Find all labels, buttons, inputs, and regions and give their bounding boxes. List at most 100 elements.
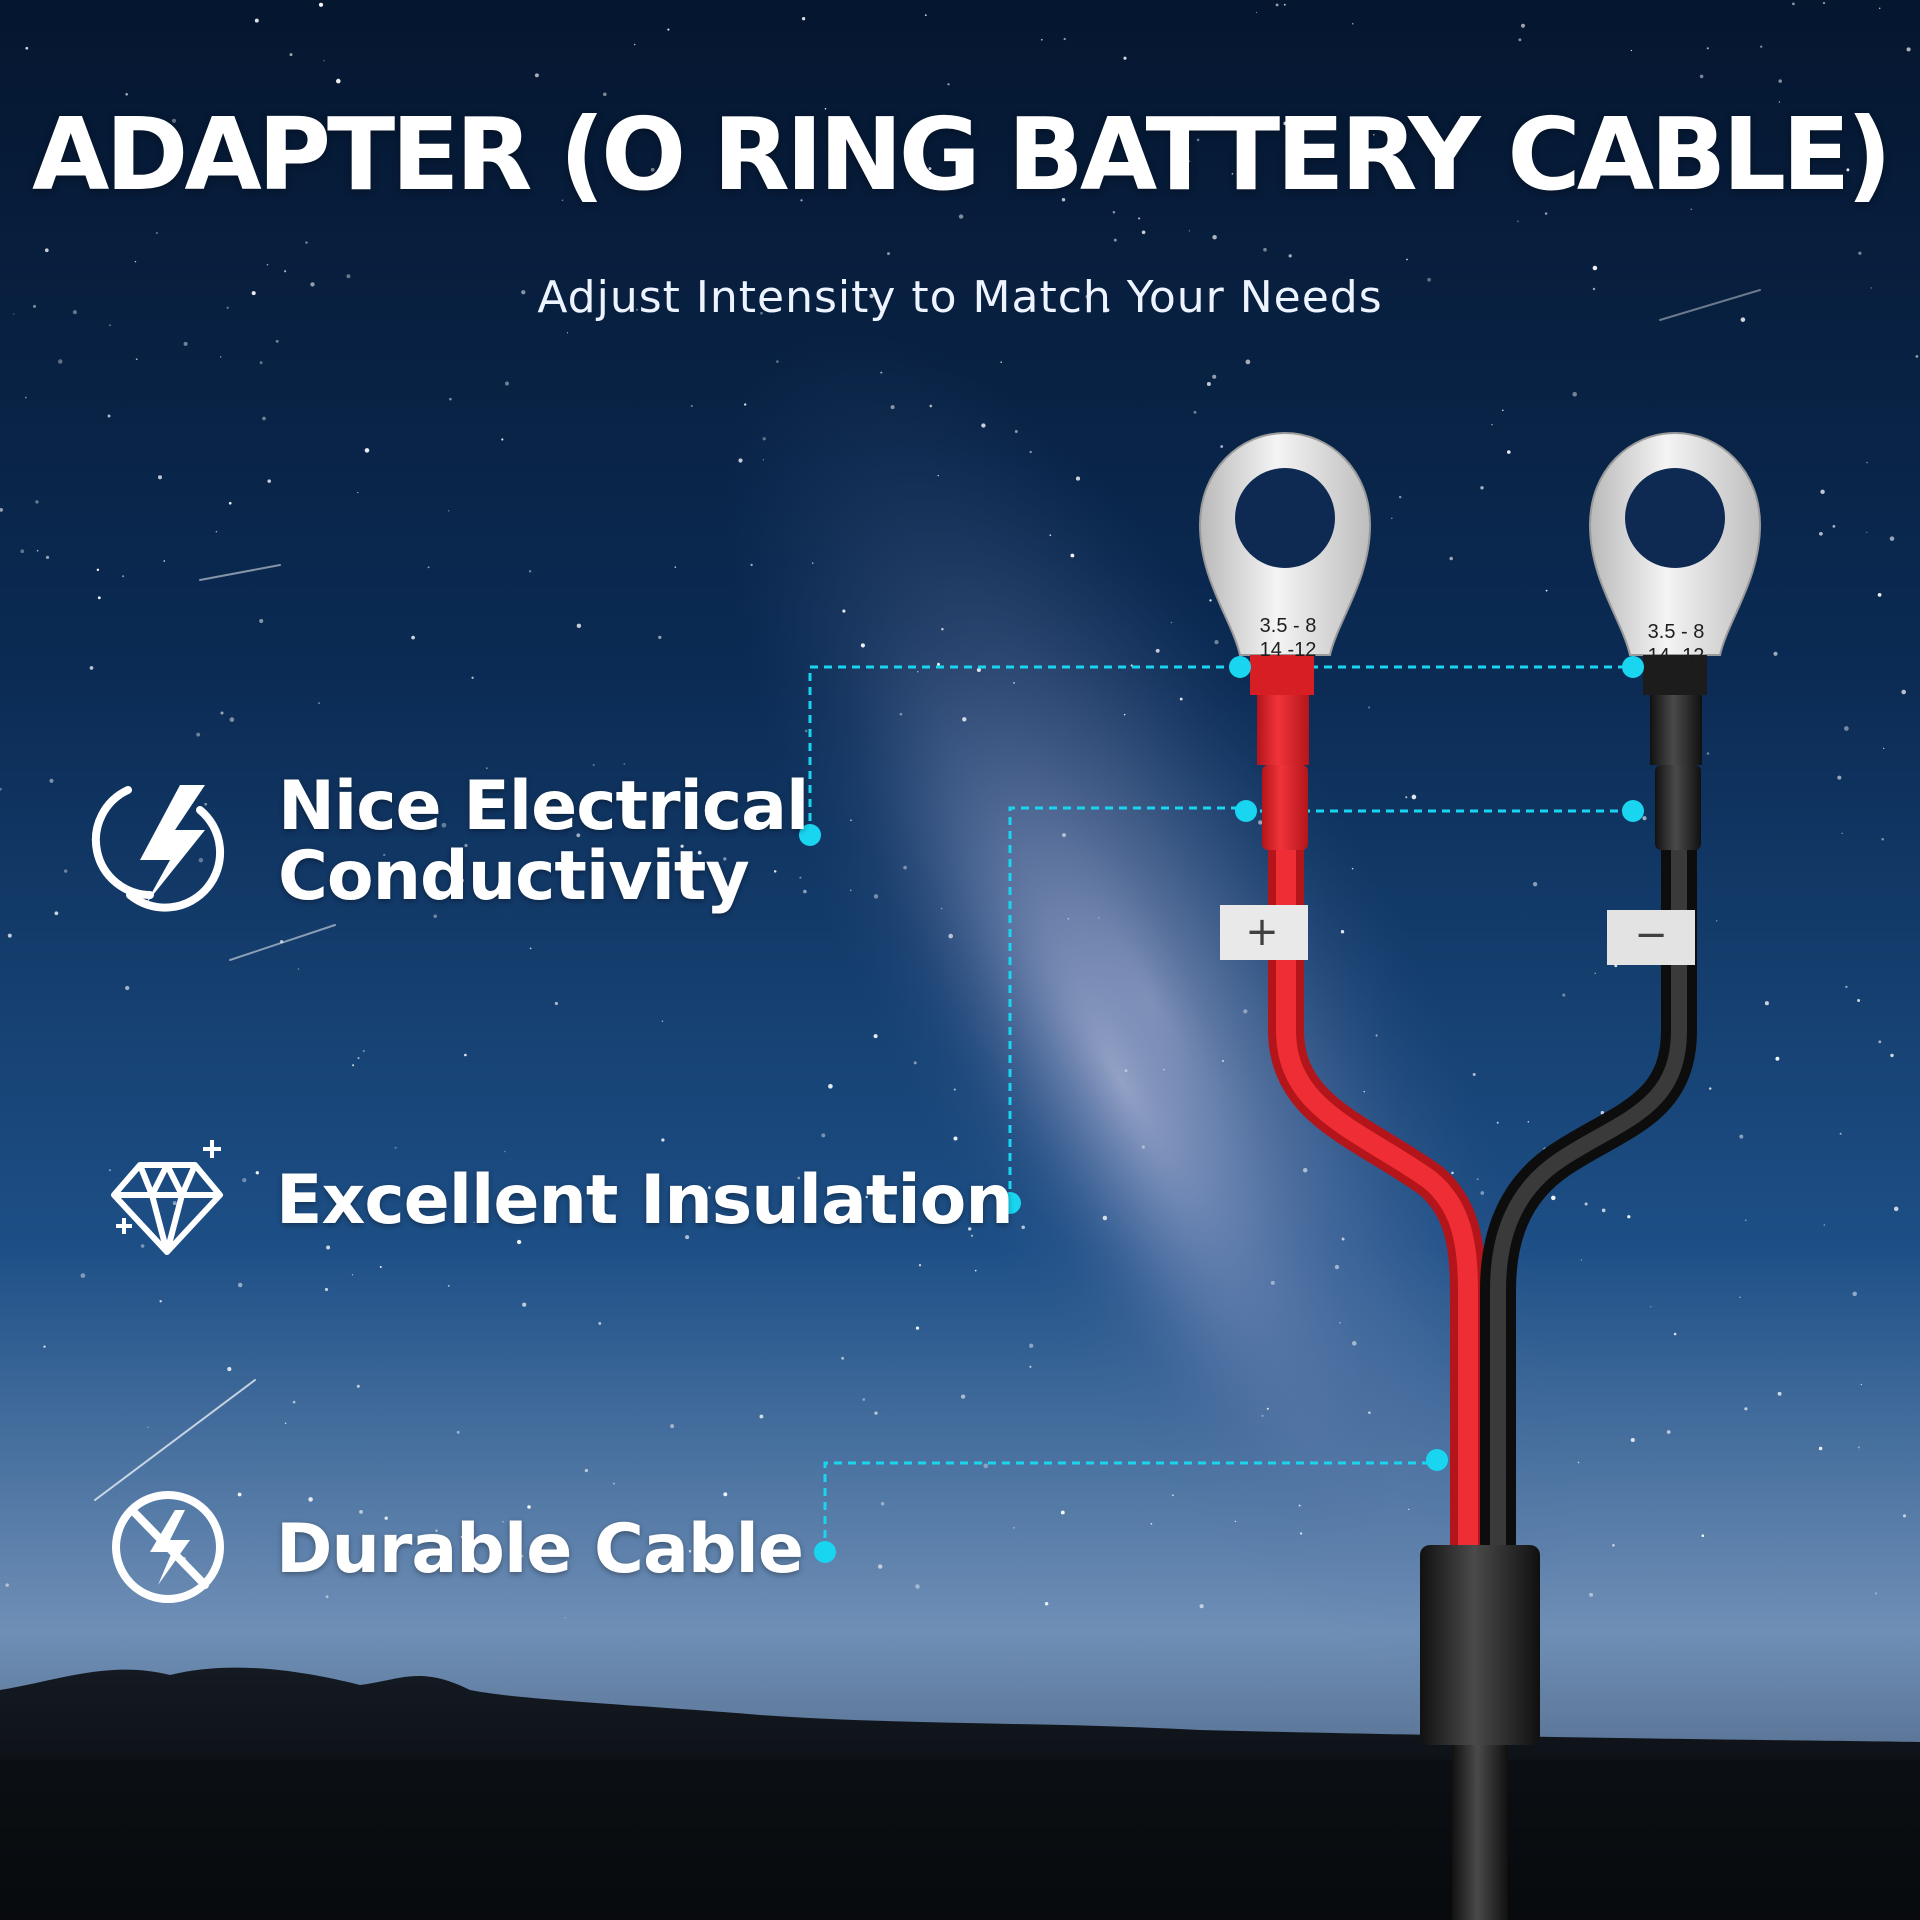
star bbox=[1857, 999, 1861, 1002]
star bbox=[1778, 79, 1782, 83]
star bbox=[1070, 553, 1075, 558]
star bbox=[937, 474, 939, 477]
star bbox=[1532, 882, 1538, 887]
star bbox=[1773, 651, 1778, 656]
star bbox=[670, 1424, 675, 1429]
positive-polarity-tag bbox=[1220, 905, 1308, 960]
star bbox=[1063, 37, 1066, 41]
star bbox=[940, 907, 943, 910]
star bbox=[449, 397, 452, 401]
star bbox=[1368, 1411, 1371, 1415]
star bbox=[1351, 867, 1354, 870]
star bbox=[220, 711, 224, 715]
star bbox=[107, 414, 111, 418]
star bbox=[903, 865, 907, 870]
star bbox=[1480, 1191, 1485, 1195]
star bbox=[650, 167, 655, 172]
star bbox=[1857, 1446, 1860, 1449]
star bbox=[1739, 1296, 1741, 1298]
star bbox=[325, 1595, 329, 1599]
star bbox=[915, 1326, 920, 1330]
star bbox=[219, 356, 222, 358]
star bbox=[576, 623, 582, 629]
star bbox=[1715, 920, 1718, 922]
star bbox=[1260, 122, 1264, 126]
star bbox=[135, 358, 138, 361]
star bbox=[308, 1497, 313, 1502]
star bbox=[592, 763, 595, 767]
star bbox=[1051, 142, 1055, 146]
feature-excellent-insulation: Excellent Insulation bbox=[276, 1166, 1014, 1236]
star bbox=[1764, 1001, 1769, 1006]
feature-label-line: Nice Electrical bbox=[278, 767, 809, 846]
star bbox=[602, 92, 607, 97]
star bbox=[1406, 258, 1408, 261]
star bbox=[435, 1529, 438, 1532]
shooting-stars bbox=[94, 289, 1761, 1501]
star bbox=[918, 1263, 922, 1267]
star bbox=[1123, 56, 1127, 60]
star bbox=[1138, 217, 1141, 220]
star bbox=[267, 479, 271, 483]
star bbox=[738, 458, 743, 463]
star bbox=[54, 911, 59, 916]
star bbox=[916, 131, 921, 137]
star bbox=[824, 108, 827, 110]
star bbox=[887, 252, 890, 256]
star bbox=[1451, 1171, 1454, 1175]
star bbox=[527, 1505, 531, 1509]
star bbox=[464, 1053, 467, 1057]
star bbox=[183, 341, 188, 346]
star bbox=[362, 1049, 365, 1053]
star bbox=[357, 1057, 360, 1060]
star bbox=[125, 985, 130, 991]
star bbox=[147, 1426, 149, 1429]
star bbox=[750, 563, 753, 567]
star bbox=[1860, 1383, 1862, 1386]
star bbox=[226, 306, 229, 309]
star bbox=[228, 501, 232, 505]
star bbox=[1283, 121, 1288, 126]
star bbox=[598, 1321, 602, 1325]
star bbox=[521, 290, 526, 295]
star bbox=[145, 176, 148, 179]
star bbox=[841, 1356, 845, 1360]
star bbox=[1123, 713, 1126, 716]
star bbox=[1592, 287, 1596, 291]
battery-cable-illustration bbox=[1198, 431, 1762, 1920]
star bbox=[912, 1173, 915, 1176]
star bbox=[255, 1171, 259, 1175]
star bbox=[801, 17, 806, 21]
star bbox=[948, 933, 954, 939]
star bbox=[237, 1282, 243, 1288]
feature-durable-cable: Durable Cable bbox=[276, 1515, 804, 1585]
star bbox=[1472, 1073, 1476, 1076]
star bbox=[45, 555, 50, 560]
star bbox=[1368, 706, 1371, 709]
star bbox=[728, 144, 732, 149]
star bbox=[1013, 1527, 1015, 1529]
star bbox=[1706, 47, 1709, 50]
star bbox=[1544, 212, 1548, 215]
star bbox=[1105, 308, 1110, 312]
star bbox=[487, 159, 489, 162]
star bbox=[1141, 230, 1146, 235]
star bbox=[1341, 1237, 1345, 1241]
star bbox=[1845, 985, 1848, 989]
star bbox=[520, 1554, 524, 1558]
star bbox=[516, 1239, 522, 1245]
star bbox=[1518, 38, 1522, 42]
star bbox=[1496, 1121, 1499, 1124]
star bbox=[1881, 837, 1884, 841]
callout-dot bbox=[1235, 800, 1257, 822]
star bbox=[561, 199, 564, 202]
star bbox=[388, 119, 393, 124]
callout-dot bbox=[999, 1192, 1021, 1214]
star bbox=[680, 844, 684, 848]
star bbox=[475, 781, 477, 784]
star bbox=[379, 1265, 382, 1269]
star bbox=[760, 311, 763, 315]
star bbox=[1906, 47, 1911, 52]
star bbox=[1866, 461, 1868, 464]
star bbox=[1188, 230, 1191, 232]
